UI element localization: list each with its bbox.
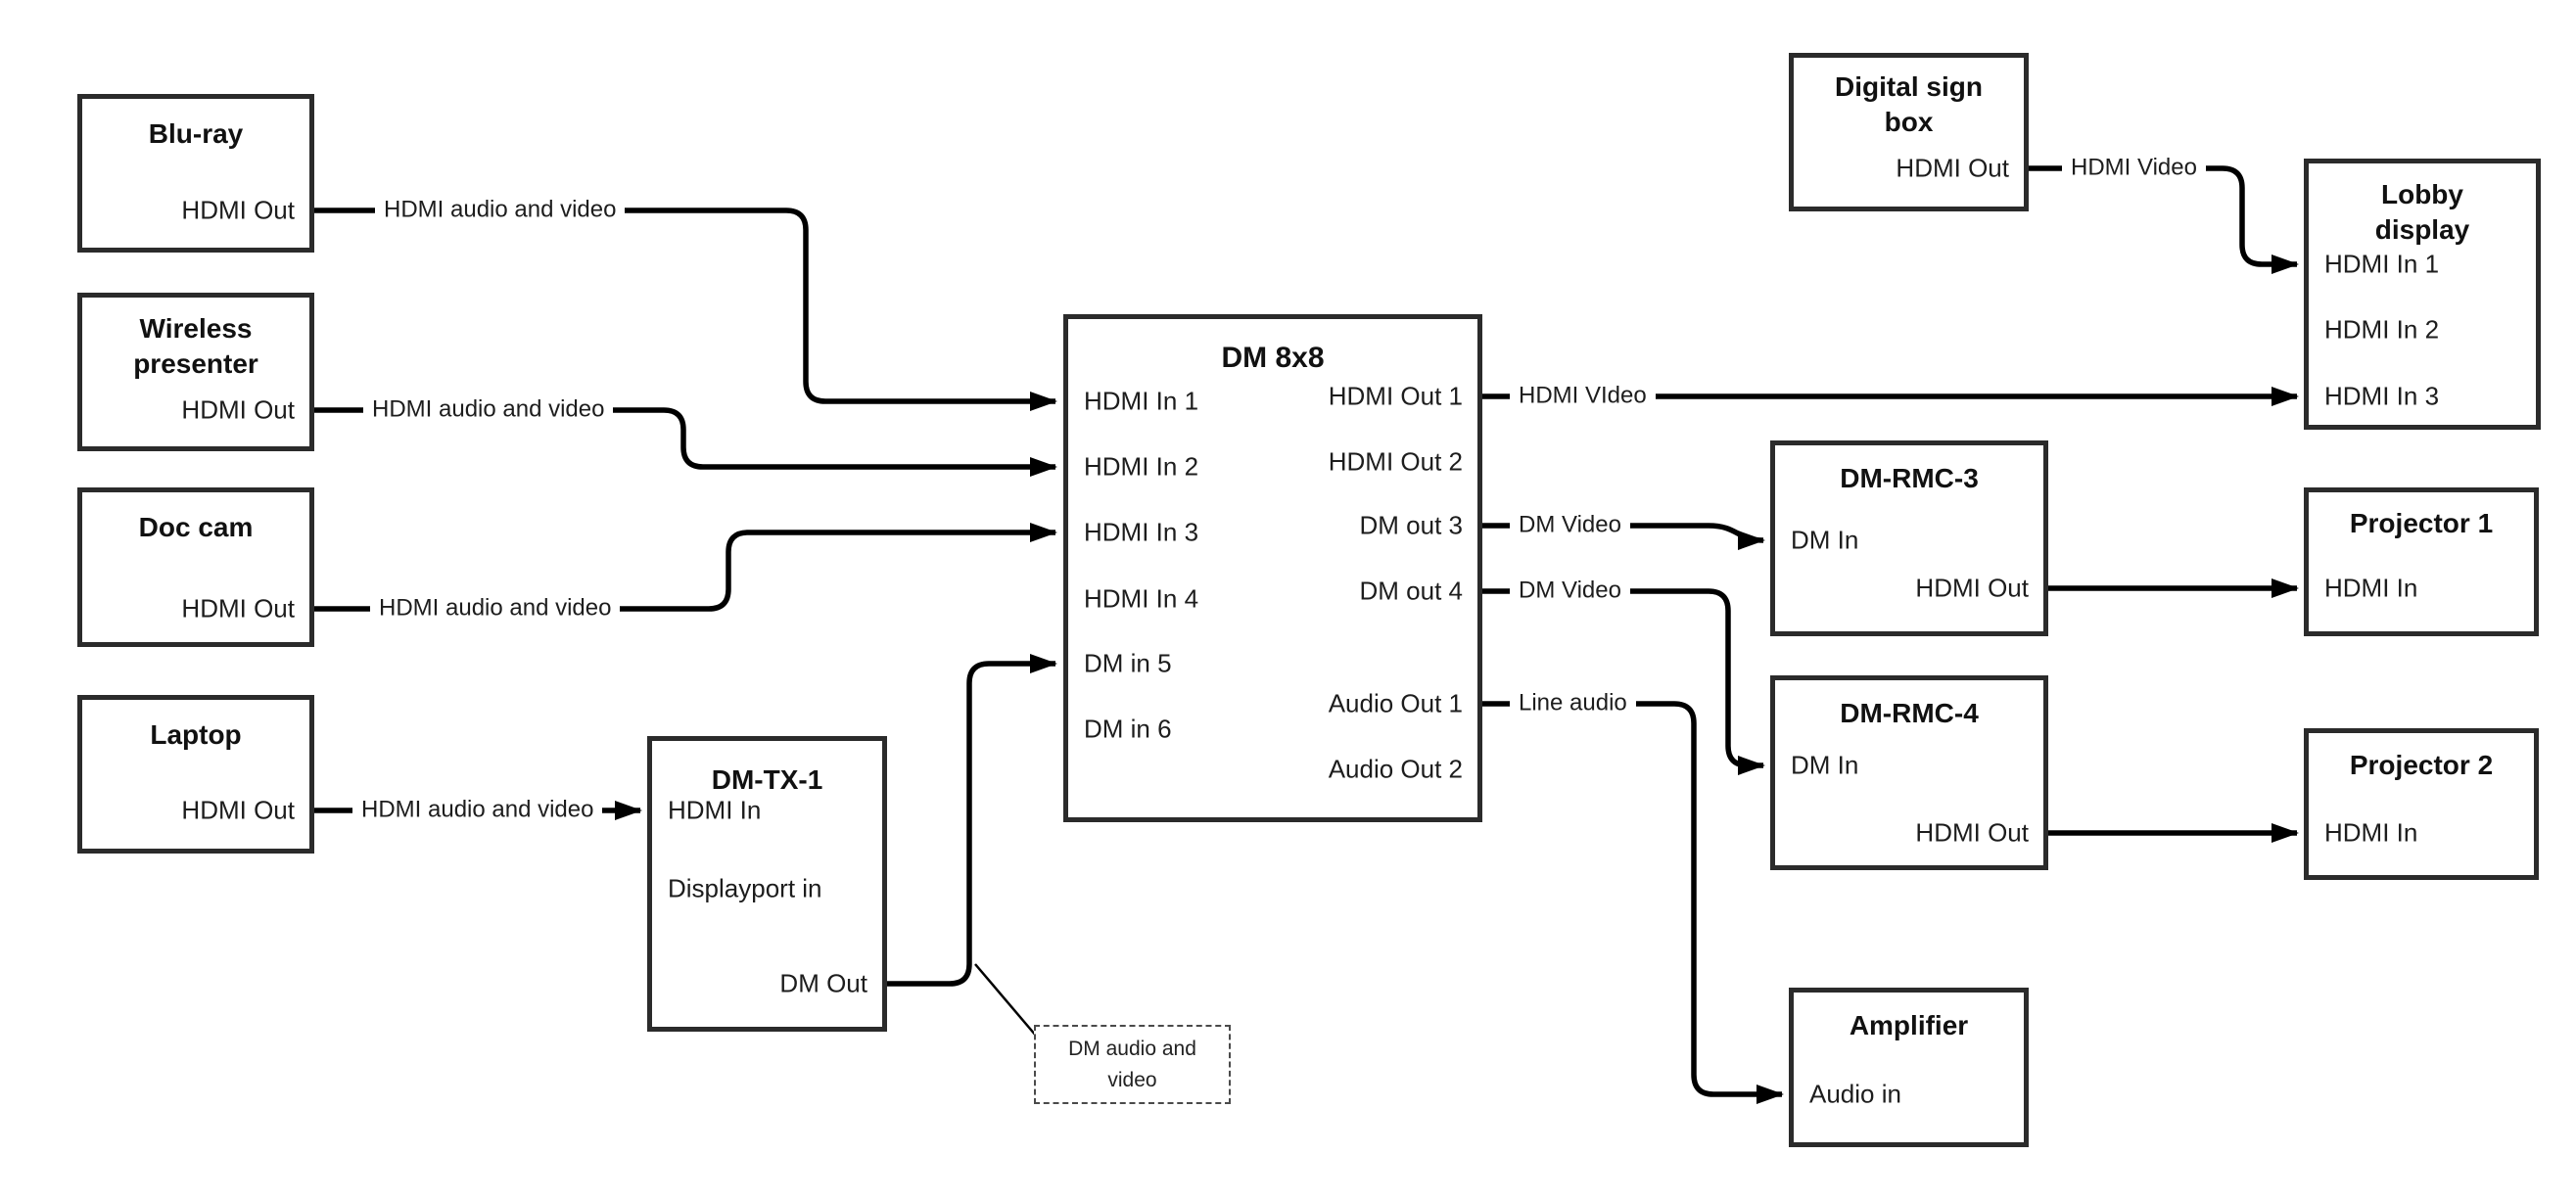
- edge-label-line-audio: Line audio: [1510, 689, 1636, 718]
- node-wireless-presenter-title: Wireless presenter: [133, 313, 258, 380]
- port-dmtx1-displayport-in: Displayport in: [668, 873, 822, 903]
- port-dm8x8-audio-out-1: Audio Out 1: [1328, 688, 1463, 718]
- node-doc-cam: Doc cam HDMI Out: [77, 487, 314, 647]
- port-signbox-hdmi-out: HDMI Out: [1896, 153, 2009, 183]
- port-rmc4-hdmi-out: HDMI Out: [1915, 817, 2029, 848]
- port-dm8x8-hdmi-in-2: HDMI In 2: [1084, 451, 1199, 482]
- port-dm8x8-hdmi-in-1: HDMI In 1: [1084, 386, 1199, 416]
- connector-wireless-to-hdmi-in-2: [314, 407, 1057, 477]
- annotation-box: DM audio and video: [1034, 1025, 1231, 1104]
- edge-label-dm-out4-video: DM Video: [1510, 577, 1630, 606]
- connector-dmtx1-to-dm-in-5: [887, 654, 1057, 987]
- port-amplifier-audio-in: Audio in: [1809, 1079, 1901, 1109]
- connector-bluray-to-hdmi-in-1: [314, 208, 1057, 411]
- node-dm-tx-1: DM-TX-1 HDMI In Displayport in DM Out: [647, 736, 887, 1032]
- port-dm8x8-dm-out-3: DM out 3: [1359, 510, 1464, 540]
- connector-dm-out-3-to-rmc3: [1482, 523, 1765, 550]
- port-lobby-hdmi-in-3: HDMI In 3: [2324, 381, 2440, 411]
- port-rmc3-dm-in: DM In: [1791, 525, 1859, 555]
- node-dm-8x8-title: DM 8x8: [1221, 342, 1325, 374]
- edge-label-bluray-hdmi-av: HDMI audio and video: [375, 196, 626, 225]
- port-projector2-hdmi-in: HDMI In: [2324, 817, 2418, 848]
- port-dm8x8-hdmi-out-1: HDMI Out 1: [1328, 381, 1463, 411]
- node-digital-sign-box: Digital sign box HDMI Out: [1789, 53, 2029, 211]
- node-laptop: Laptop HDMI Out: [77, 695, 314, 854]
- node-laptop-title: Laptop: [150, 719, 242, 750]
- edge-label-doccam-hdmi-av: HDMI audio and video: [370, 594, 621, 624]
- port-wireless-hdmi-out: HDMI Out: [181, 394, 295, 425]
- edge-label-hdmi-out1-video: HDMI VIdeo: [1510, 382, 1656, 411]
- node-dm-8x8: DM 8x8 HDMI In 1 HDMI In 2 HDMI In 3 HDM…: [1063, 314, 1482, 822]
- port-dm8x8-hdmi-in-4: HDMI In 4: [1084, 583, 1199, 614]
- node-amplifier: Amplifier Audio in: [1789, 988, 2029, 1147]
- node-dm-rmc-3: DM-RMC-3 DM In HDMI Out: [1770, 440, 2048, 636]
- port-dm8x8-hdmi-in-3: HDMI In 3: [1084, 517, 1199, 547]
- node-amplifier-title: Amplifier: [1849, 1010, 1969, 1040]
- port-dm8x8-hdmi-out-2: HDMI Out 2: [1328, 446, 1463, 477]
- edge-label-wireless-hdmi-av: HDMI audio and video: [363, 395, 614, 425]
- port-dm8x8-dm-in-5: DM in 5: [1084, 648, 1172, 678]
- node-bluray-title: Blu-ray: [148, 118, 244, 149]
- node-lobby-display: Lobby display HDMI In 1 HDMI In 2 HDMI I…: [2304, 159, 2541, 430]
- node-projector-2-title: Projector 2: [2349, 750, 2494, 780]
- port-dmtx1-dm-out: DM Out: [779, 968, 867, 998]
- edge-label-laptop-hdmi-av: HDMI audio and video: [352, 796, 603, 825]
- annotation-text: DM audio and video: [1068, 1038, 1196, 1091]
- port-projector1-hdmi-in: HDMI In: [2324, 573, 2418, 603]
- connector-doccam-to-hdmi-in-3: [314, 523, 1057, 612]
- port-laptop-hdmi-out: HDMI Out: [181, 795, 295, 825]
- node-wireless-presenter: Wireless presenter HDMI Out: [77, 293, 314, 451]
- node-lobby-display-title: Lobby display: [2374, 179, 2470, 246]
- node-projector-1-title: Projector 1: [2349, 508, 2494, 538]
- node-dm-rmc-4: DM-RMC-4 DM In HDMI Out: [1770, 675, 2048, 870]
- annotation-callout-line: [974, 963, 1037, 1037]
- connector-audio-out-1-to-amplifier: [1482, 701, 1784, 1104]
- node-dm-rmc-3-title: DM-RMC-3: [1840, 463, 1979, 493]
- connector-dm-out-4-to-rmc4: [1482, 588, 1765, 775]
- node-digital-sign-box-title: Digital sign box: [1835, 71, 1983, 138]
- port-rmc3-hdmi-out: HDMI Out: [1915, 573, 2029, 603]
- port-dmtx1-hdmi-in: HDMI In: [668, 795, 762, 825]
- port-rmc4-dm-in: DM In: [1791, 750, 1859, 780]
- node-doc-cam-title: Doc cam: [138, 512, 254, 542]
- port-dm8x8-dm-in-6: DM in 6: [1084, 714, 1172, 744]
- port-bluray-hdmi-out: HDMI Out: [181, 195, 295, 225]
- port-lobby-hdmi-in-1: HDMI In 1: [2324, 249, 2440, 279]
- node-projector-1: Projector 1 HDMI In: [2304, 487, 2539, 636]
- node-projector-2: Projector 2 HDMI In: [2304, 728, 2539, 880]
- node-dm-rmc-4-title: DM-RMC-4: [1840, 698, 1979, 728]
- port-dm8x8-dm-out-4: DM out 4: [1359, 576, 1464, 606]
- connector-signbox-to-lobby-hdmi-in-1: [2029, 165, 2299, 274]
- edge-label-dm-out3-video: DM Video: [1510, 511, 1630, 540]
- port-lobby-hdmi-in-2: HDMI In 2: [2324, 314, 2440, 345]
- port-dm8x8-audio-out-2: Audio Out 2: [1328, 754, 1463, 784]
- port-doccam-hdmi-out: HDMI Out: [181, 593, 295, 624]
- node-dm-tx-1-title: DM-TX-1: [711, 764, 823, 795]
- node-bluray: Blu-ray HDMI Out: [77, 94, 314, 253]
- edge-label-signbox-hdmi-video: HDMI Video: [2062, 154, 2206, 183]
